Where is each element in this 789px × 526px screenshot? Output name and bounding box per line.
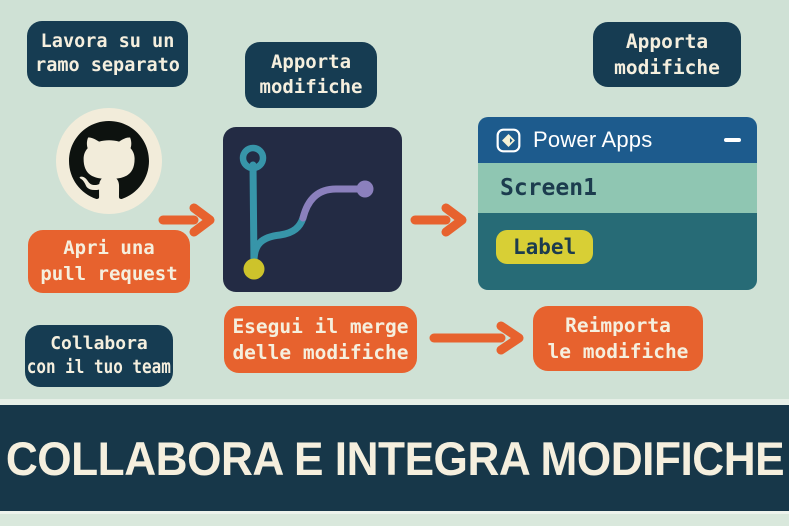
badge-reimport-line1: Reimporta bbox=[565, 313, 671, 337]
label-control: Label bbox=[496, 230, 594, 264]
arrow-right-icon bbox=[429, 321, 525, 359]
badge-merge-line2: delle modifiche bbox=[232, 340, 409, 364]
badge-work-branch-line1: Lavora su un bbox=[40, 30, 175, 52]
badge-reimport-line2: le modifiche bbox=[547, 339, 689, 363]
badge-make-changes-right-line1: Apporta bbox=[625, 29, 709, 53]
badge-make-changes-center: Apporta modifiche bbox=[245, 42, 377, 108]
power-apps-window: Power Apps Screen1 Label bbox=[478, 117, 757, 290]
badge-work-branch-line2: ramo separato bbox=[35, 55, 180, 76]
badge-make-changes-right: Apporta modifiche bbox=[593, 22, 741, 87]
badge-collaborate-line1: Collabora bbox=[50, 332, 148, 354]
badge-open-pull-request: Apri una pull request bbox=[28, 230, 190, 293]
badge-make-changes-center-line1: Apporta bbox=[270, 50, 352, 73]
power-apps-icon bbox=[496, 128, 521, 152]
footer-banner: COLLABORA E INTEGRA MODIFICHE bbox=[0, 405, 789, 511]
power-apps-titlebar: Power Apps bbox=[478, 117, 757, 163]
badge-make-changes-right-line2: modifiche bbox=[614, 55, 720, 79]
screen-name-row: Screen1 bbox=[478, 163, 757, 213]
git-branch-diagram bbox=[223, 127, 402, 292]
badge-merge-line1: Esegui il merge bbox=[232, 314, 409, 338]
merge-commit-icon bbox=[243, 258, 265, 280]
power-apps-title: Power Apps bbox=[533, 127, 653, 152]
screen-name: Screen1 bbox=[500, 175, 597, 201]
badge-make-changes-center-line2: modifiche bbox=[259, 76, 363, 98]
github-octocat-icon bbox=[69, 121, 149, 200]
branch-commit-icon bbox=[356, 180, 374, 198]
git-graph-icon bbox=[239, 144, 374, 280]
badge-open-pr-line1: Apri una bbox=[63, 237, 155, 260]
github-logo bbox=[56, 108, 162, 214]
arrow-right-icon bbox=[410, 203, 468, 241]
badge-collaborate-team: Collabora con il tuo team bbox=[25, 325, 173, 387]
minimize-icon bbox=[724, 138, 741, 142]
badge-collaborate-line2: con il tuo team bbox=[26, 356, 172, 379]
page-title: COLLABORA E INTEGRA MODIFICHE bbox=[5, 431, 784, 485]
banner-top-divider bbox=[0, 399, 789, 405]
badge-open-pr-line2: pull request bbox=[40, 262, 178, 285]
footer-strip bbox=[0, 511, 789, 526]
arrow-right-icon bbox=[158, 203, 216, 241]
badge-work-branch: Lavora su un ramo separato bbox=[27, 21, 188, 87]
commit-ring-icon bbox=[239, 144, 267, 172]
badge-merge-changes: Esegui il merge delle modifiche bbox=[224, 306, 417, 373]
screen-canvas: Label bbox=[478, 213, 757, 290]
badge-reimport-changes: Reimporta le modifiche bbox=[533, 306, 703, 371]
